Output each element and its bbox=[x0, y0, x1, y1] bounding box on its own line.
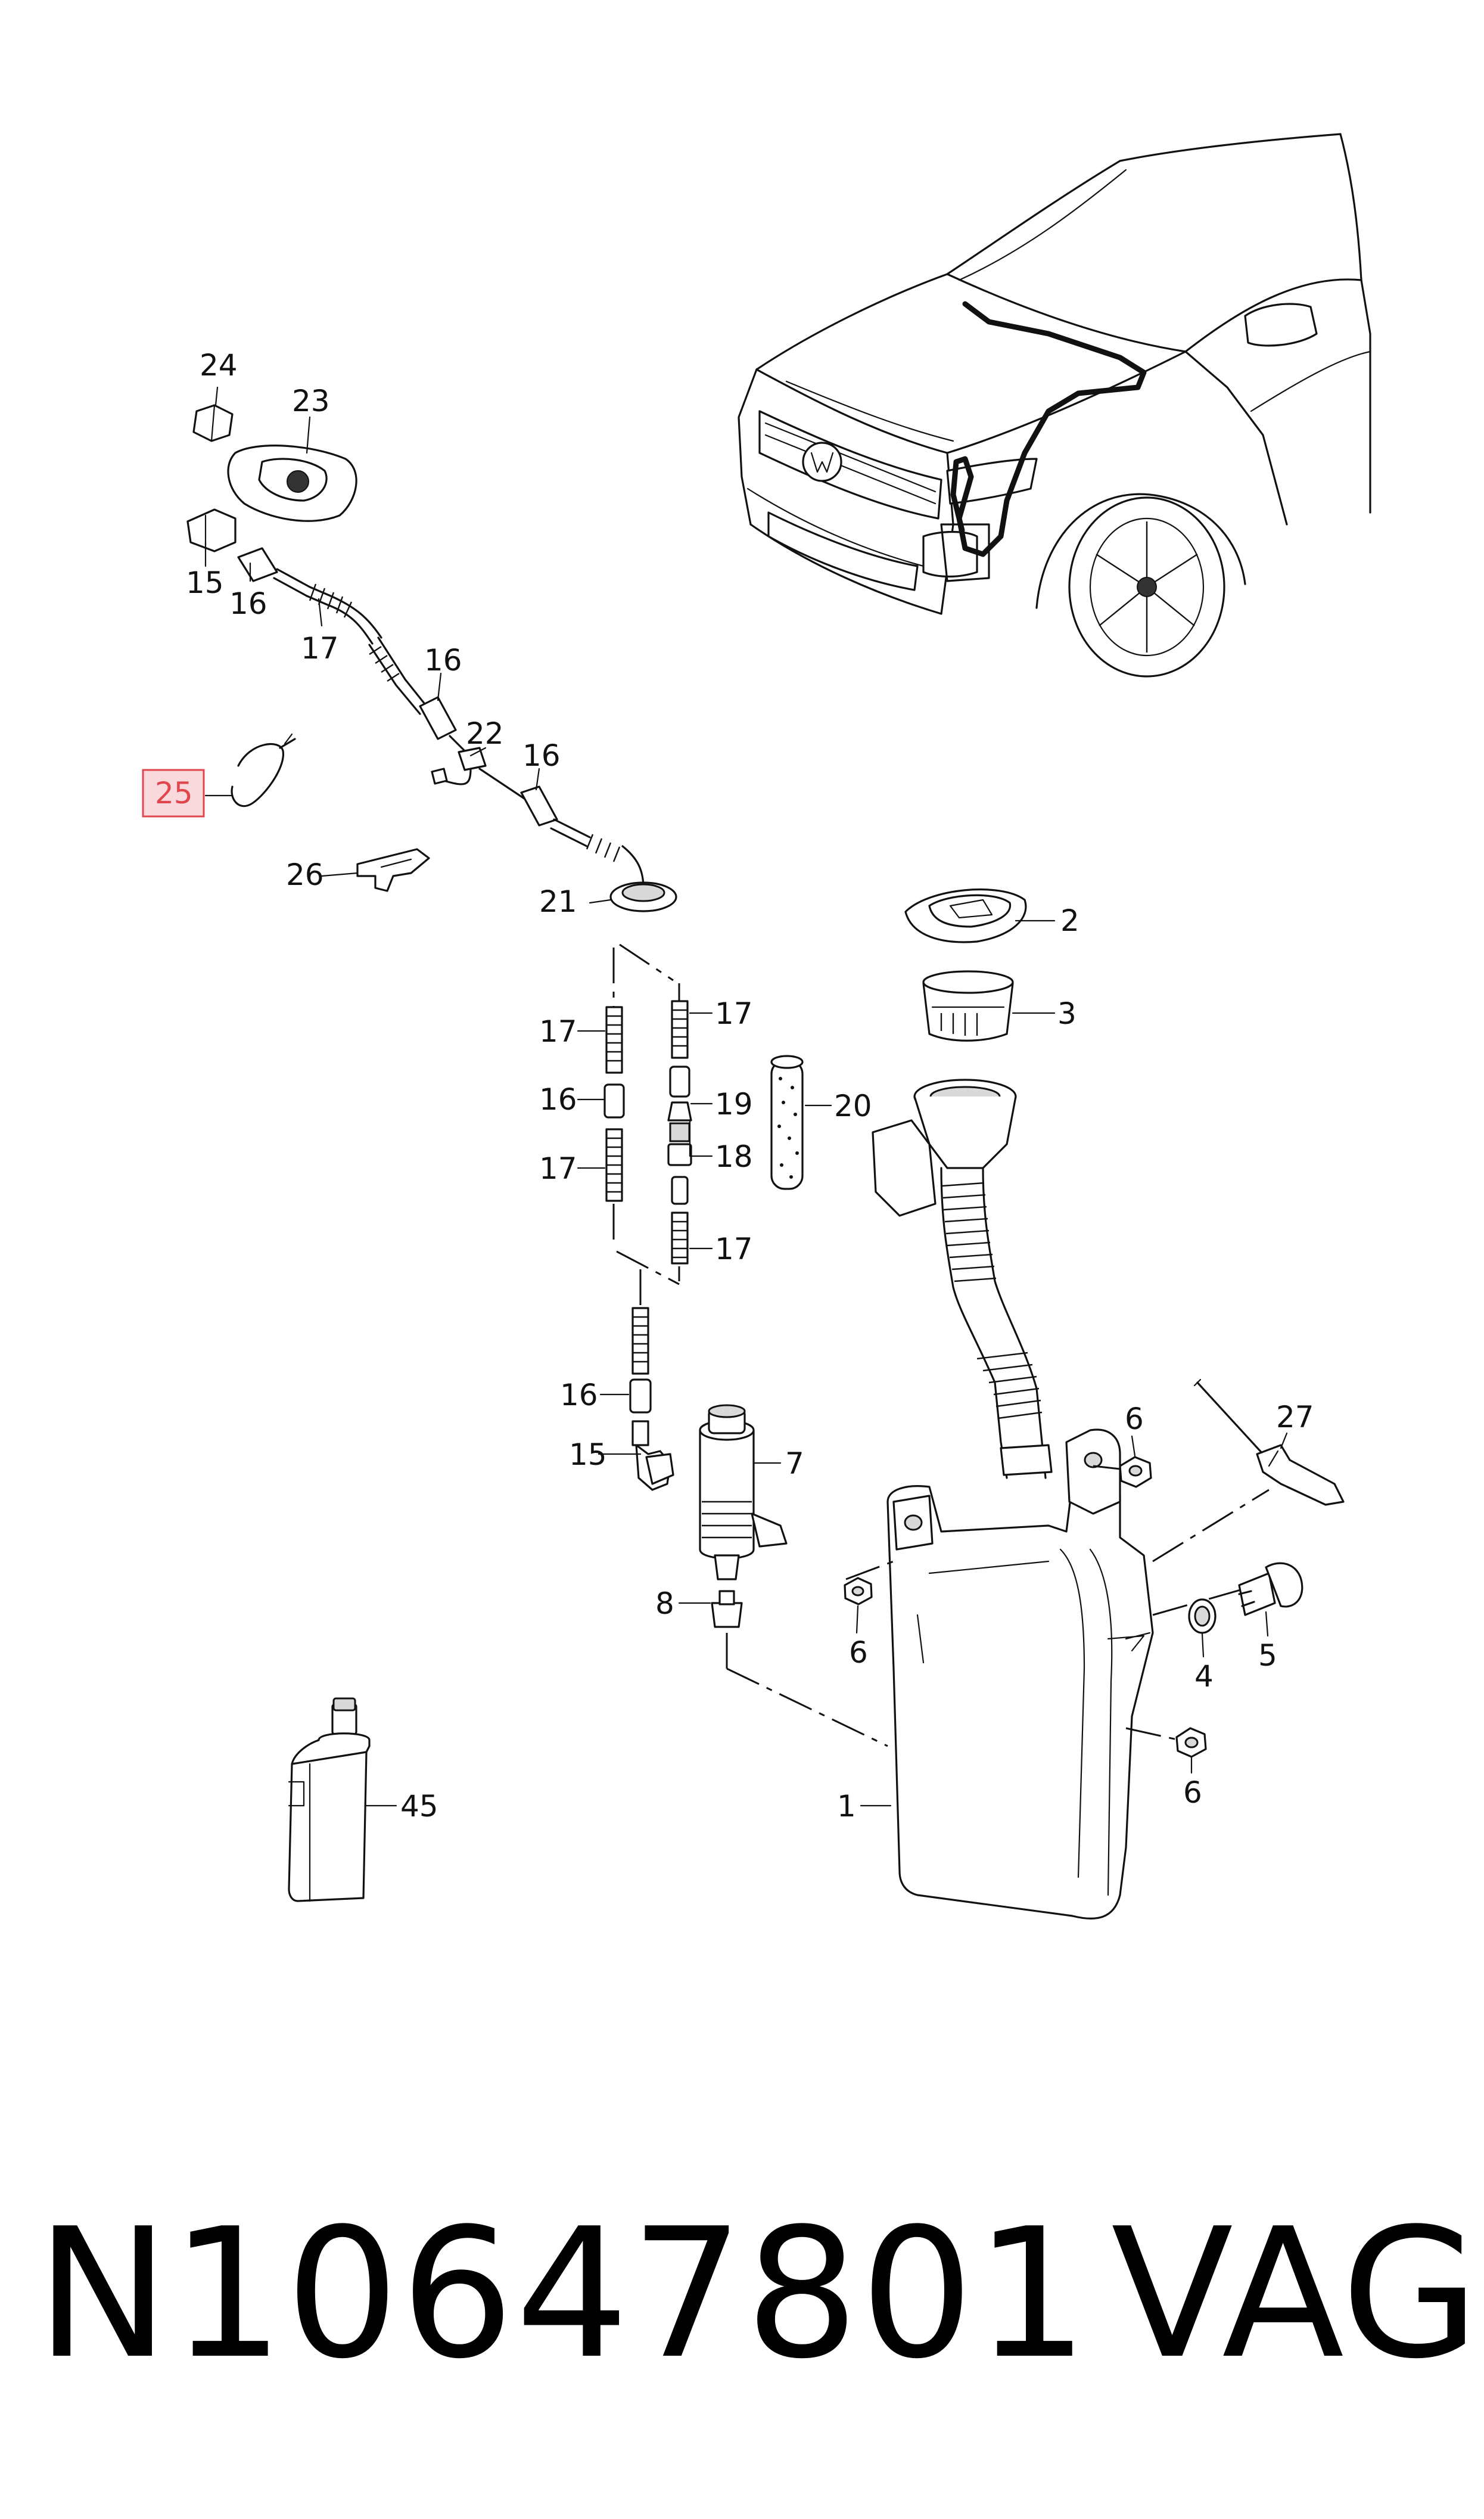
label-8[interactable]: 8 bbox=[655, 1586, 674, 1621]
grommet bbox=[609, 881, 677, 912]
label-21[interactable]: 21 bbox=[539, 884, 577, 919]
label-17[interactable]: 17 bbox=[301, 631, 339, 666]
label-2[interactable]: 2 bbox=[1060, 903, 1079, 938]
label-16[interactable]: 16 bbox=[560, 1378, 598, 1412]
car-illustration bbox=[738, 133, 1371, 678]
nut-6-b bbox=[844, 1577, 873, 1605]
label-22[interactable]: 22 bbox=[466, 716, 504, 751]
label-3[interactable]: 3 bbox=[1057, 996, 1077, 1031]
label-15[interactable]: 15 bbox=[569, 1437, 607, 1472]
label-6[interactable]: 6 bbox=[1125, 1402, 1144, 1436]
part-labels: 24 23 15 16 17 16 22 16 25 26 21 17 16 1… bbox=[155, 348, 1314, 1824]
label-20[interactable]: 20 bbox=[834, 1089, 872, 1123]
fluid-bottle bbox=[288, 1697, 371, 1902]
brand-name: VAG bbox=[1111, 2190, 1480, 2398]
label-16[interactable]: 16 bbox=[229, 586, 267, 621]
grommet-4 bbox=[1188, 1598, 1217, 1634]
strainer bbox=[922, 970, 1014, 1042]
leader-lines bbox=[204, 386, 1288, 1807]
label-16[interactable]: 16 bbox=[424, 643, 462, 678]
label-16[interactable]: 16 bbox=[539, 1082, 577, 1117]
nut-6-c bbox=[1175, 1727, 1207, 1758]
level-sensor-5 bbox=[1238, 1562, 1303, 1616]
label-7[interactable]: 7 bbox=[785, 1446, 804, 1481]
nut-6-a bbox=[1093, 1456, 1152, 1488]
label-5[interactable]: 5 bbox=[1258, 1638, 1277, 1673]
label-16[interactable]: 16 bbox=[522, 738, 561, 773]
label-18[interactable]: 18 bbox=[715, 1139, 753, 1174]
cable-tie-27 bbox=[1193, 1378, 1345, 1506]
nozzle-assembly bbox=[186, 404, 645, 889]
cable-tie bbox=[231, 733, 296, 807]
label-24[interactable]: 24 bbox=[200, 348, 238, 383]
label-17[interactable]: 17 bbox=[715, 996, 753, 1031]
label-4[interactable]: 4 bbox=[1194, 1659, 1214, 1694]
label-26[interactable]: 26 bbox=[286, 858, 324, 892]
label-1[interactable]: 1 bbox=[837, 1789, 856, 1824]
washer-pump bbox=[645, 1404, 888, 1747]
label-19[interactable]: 19 bbox=[715, 1087, 753, 1122]
bracket bbox=[356, 848, 430, 892]
label-6[interactable]: 6 bbox=[1183, 1775, 1202, 1810]
filter-tube bbox=[770, 1055, 804, 1190]
label-6[interactable]: 6 bbox=[849, 1635, 868, 1670]
label-15[interactable]: 15 bbox=[186, 566, 224, 600]
filler-neck bbox=[872, 1079, 1053, 1479]
washer-reservoir bbox=[845, 1428, 1270, 1920]
label-23[interactable]: 23 bbox=[292, 384, 330, 418]
hose-line-middle bbox=[603, 943, 692, 1491]
part-number: N10647801 bbox=[36, 2190, 1090, 2398]
label-25[interactable]: 25 bbox=[155, 776, 193, 810]
label-17[interactable]: 17 bbox=[539, 1151, 577, 1186]
label-45[interactable]: 45 bbox=[400, 1789, 438, 1824]
label-27[interactable]: 27 bbox=[1276, 1400, 1314, 1434]
label-17[interactable]: 17 bbox=[715, 1232, 753, 1266]
filler-cap bbox=[904, 888, 1027, 943]
label-17[interactable]: 17 bbox=[539, 1014, 577, 1049]
highlight-box bbox=[142, 769, 205, 818]
